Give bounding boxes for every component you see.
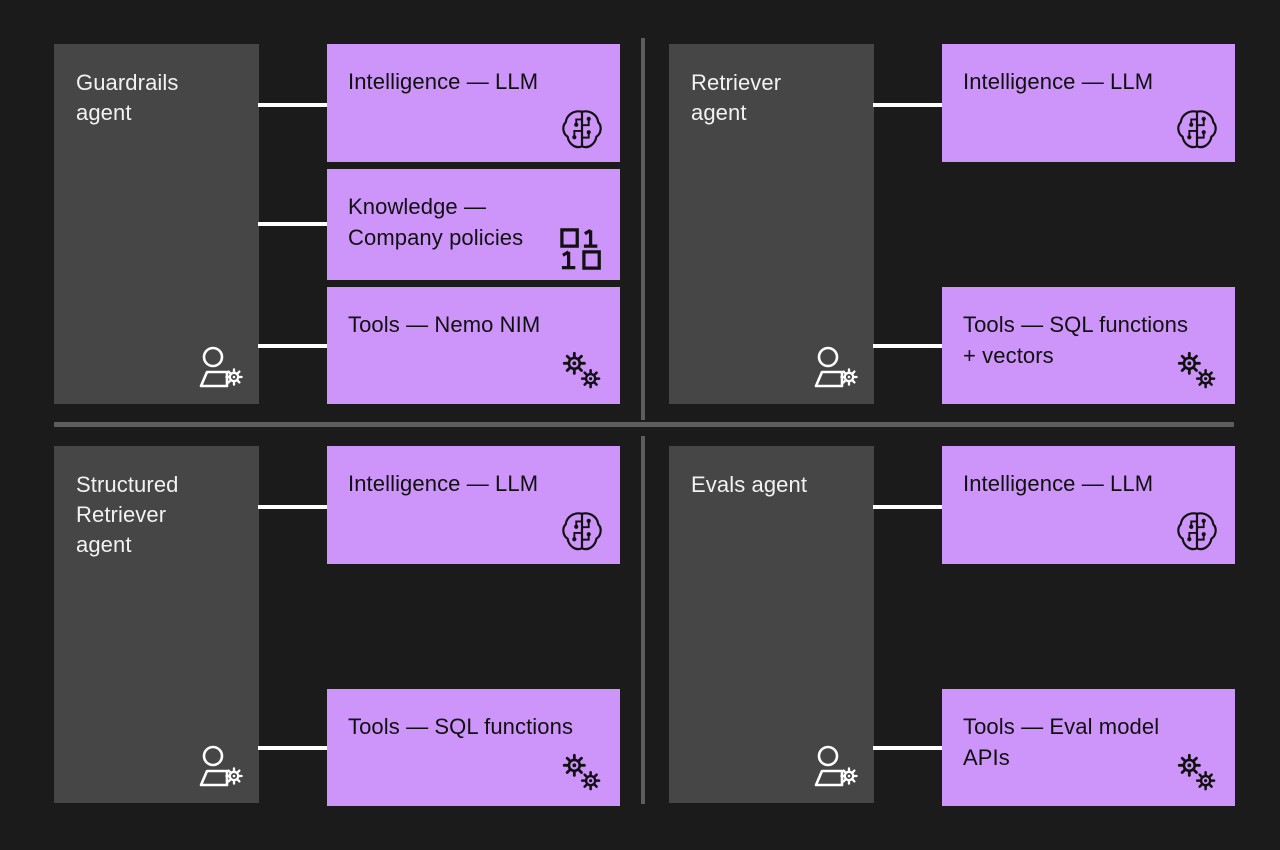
- capability-label: Intelligence — LLM: [963, 69, 1154, 94]
- connector-line: [258, 103, 328, 107]
- connector-line: [258, 222, 328, 226]
- agent-box-structured-retriever[interactable]: Structured Retriever agent: [54, 446, 259, 803]
- brain-circuit-icon: [1177, 512, 1217, 551]
- horizontal-divider: [54, 422, 1234, 427]
- capability-box-tools[interactable]: Tools — Nemo NIM: [327, 287, 620, 404]
- capability-box-intelligence[interactable]: Intelligence — LLM: [942, 446, 1235, 564]
- agent-box-evals[interactable]: Evals agent: [669, 446, 874, 803]
- two-gears-icon: [562, 753, 601, 791]
- connector-line: [258, 746, 328, 750]
- agent-gear-icon: [199, 346, 243, 388]
- capability-label: Tools — SQL functions + vectors: [963, 312, 1189, 368]
- agent-box-retriever[interactable]: Retriever agent: [669, 44, 874, 404]
- connector-line: [873, 746, 943, 750]
- connector-line: [873, 103, 943, 107]
- capability-box-intelligence[interactable]: Intelligence — LLM: [327, 446, 620, 564]
- capability-label: Tools — SQL functions: [348, 714, 574, 739]
- capability-box-tools[interactable]: Tools — SQL functions: [327, 689, 620, 806]
- agent-label: Structured Retriever agent: [76, 472, 179, 557]
- capability-label: Intelligence — LLM: [348, 471, 539, 496]
- capability-box-knowledge[interactable]: Knowledge — Company policies: [327, 169, 620, 280]
- vertical-divider-lower: [641, 436, 645, 804]
- agent-label: Evals agent: [691, 472, 808, 497]
- two-gears-icon: [1177, 753, 1216, 791]
- capability-label: Tools — Nemo NIM: [348, 312, 541, 337]
- capability-label: Knowledge — Company policies: [348, 194, 524, 250]
- connector-line: [873, 344, 943, 348]
- brain-circuit-icon: [1177, 110, 1217, 149]
- connector-line: [873, 505, 943, 509]
- agent-gear-icon: [814, 346, 858, 388]
- agent-box-guardrails[interactable]: Guardrails agent: [54, 44, 259, 404]
- two-gears-icon: [1177, 351, 1216, 389]
- connector-line: [258, 505, 328, 509]
- agent-label: Retriever agent: [691, 70, 782, 125]
- capability-label: Tools — Eval model APIs: [963, 714, 1160, 770]
- brain-circuit-icon: [562, 512, 602, 551]
- capability-box-intelligence[interactable]: Intelligence — LLM: [327, 44, 620, 162]
- capability-box-tools[interactable]: Tools — Eval model APIs: [942, 689, 1235, 806]
- capability-label: Intelligence — LLM: [963, 471, 1154, 496]
- capability-box-tools[interactable]: Tools — SQL functions + vectors: [942, 287, 1235, 404]
- agent-gear-icon: [814, 745, 858, 787]
- capability-label: Intelligence — LLM: [348, 69, 539, 94]
- brain-circuit-icon: [562, 110, 602, 149]
- agent-label: Guardrails agent: [76, 70, 179, 125]
- binary-01-10-icon: [560, 228, 601, 270]
- two-gears-icon: [562, 351, 601, 389]
- connector-line: [258, 344, 328, 348]
- capability-box-intelligence[interactable]: Intelligence — LLM: [942, 44, 1235, 162]
- vertical-divider: [641, 38, 645, 420]
- agent-gear-icon: [199, 745, 243, 787]
